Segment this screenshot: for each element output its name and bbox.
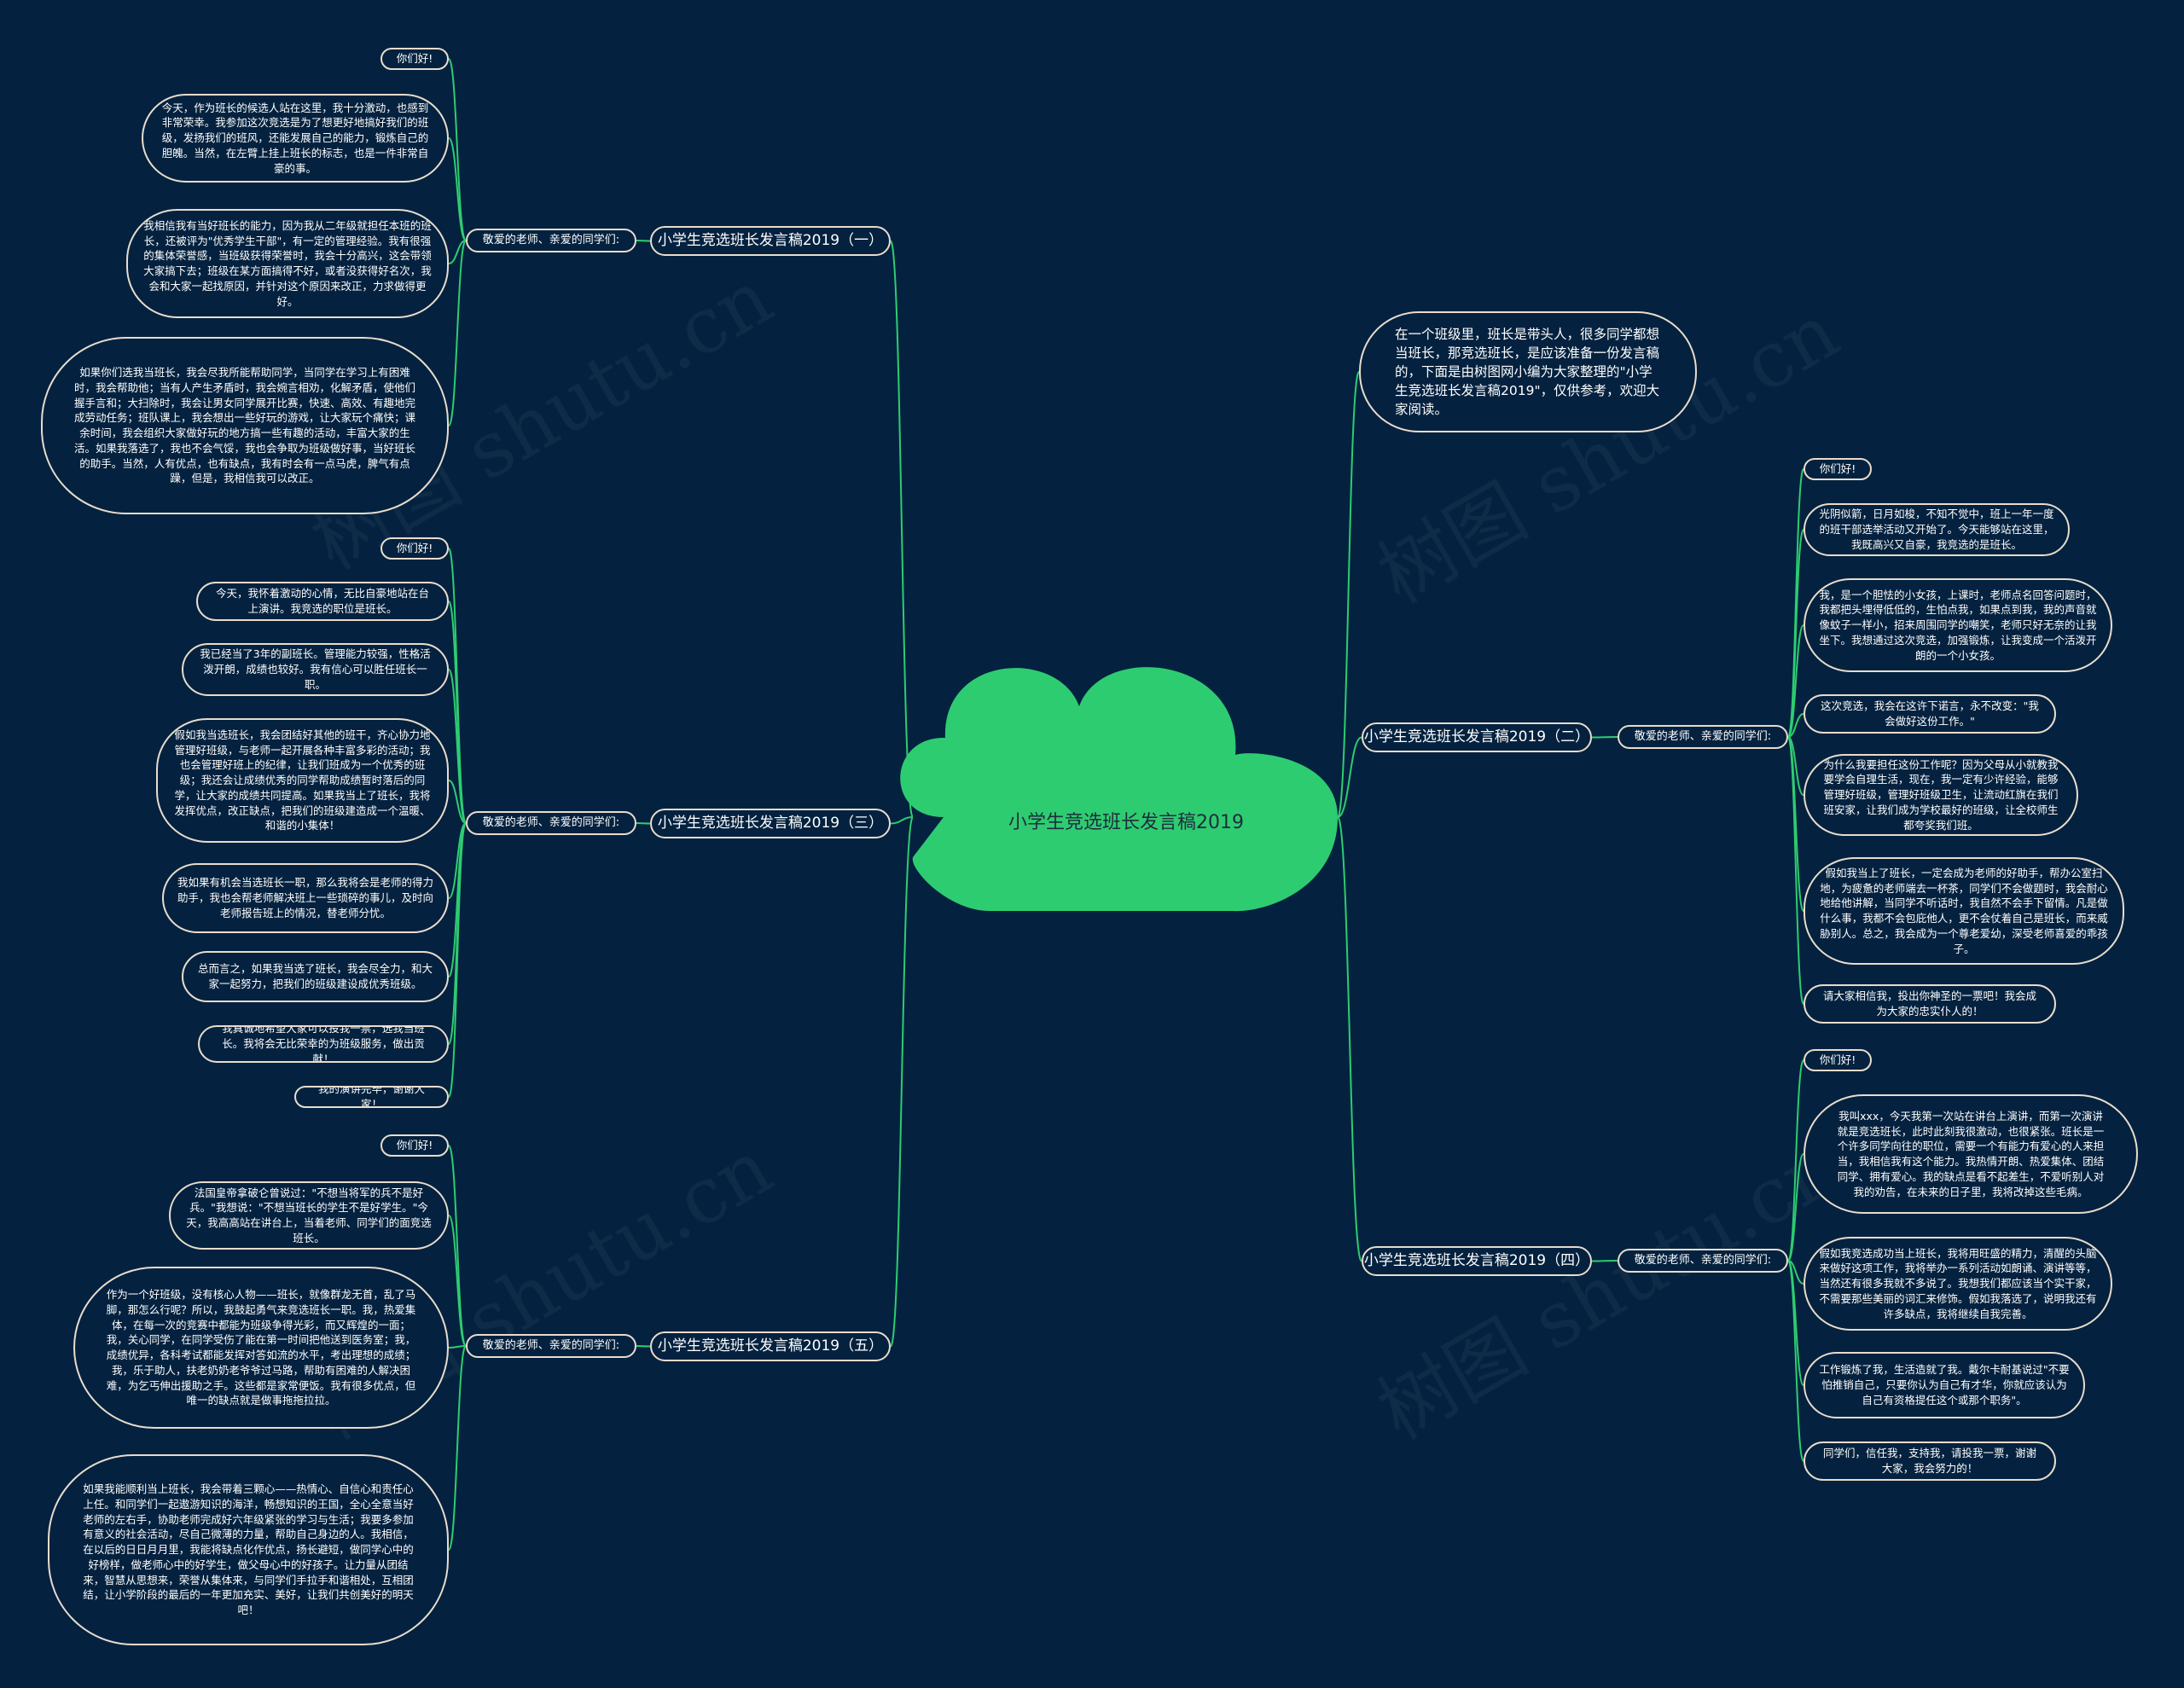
link-label-leaf-3-2 bbox=[448, 600, 467, 824]
link-label-leaf-2-3 bbox=[1787, 624, 1804, 738]
link-label-leaf-1-4 bbox=[448, 240, 467, 426]
link-branch-label-4 bbox=[1591, 1260, 1618, 1262]
leaf-4-5[interactable]: 同学们，信任我，支持我，请投我一票，谢谢大家，我会努力的！ bbox=[1804, 1441, 2056, 1481]
branch-node-3[interactable]: 小学生竞选班长发言稿2019（三） bbox=[650, 809, 891, 838]
cloud-shape[interactable] bbox=[900, 667, 1338, 912]
leaf-1-3[interactable]: 我相信我有当好班长的能力，因为我从二年级就担任本班的班长，还被评为"优秀学生干部… bbox=[126, 209, 449, 318]
link-label-leaf-1-3 bbox=[448, 240, 467, 264]
leaf-5-2[interactable]: 法国皇帝拿破仑曾说过："不想当将军的兵不是好兵。"我想说："不想当班长的学生不是… bbox=[169, 1181, 449, 1250]
leaf-1-4[interactable]: 如果你们选我当班长，我会尽我所能帮助同学，当同学在学习上有困难时，我会帮助他；当… bbox=[41, 337, 449, 514]
leaf-3-8[interactable]: 我的演讲完毕，谢谢大家！ bbox=[294, 1086, 449, 1108]
link-center-branch-5 bbox=[890, 816, 914, 1348]
leaf-5-3[interactable]: 作为一个好班级，没有核心人物——班长，就像群龙无首，乱了马脚，那怎么行呢？所以，… bbox=[73, 1267, 449, 1429]
greeting-label-3[interactable]: 敬爱的老师、亲爱的同学们: bbox=[466, 811, 636, 835]
link-label-leaf-5-3 bbox=[448, 1345, 467, 1349]
link-label-leaf-3-4 bbox=[448, 780, 467, 824]
leaf-4-3[interactable]: 假如我竞选成功当上班长，我将用旺盛的精力，清醒的头脑来做好这项工作，我将举办一系… bbox=[1804, 1237, 2112, 1331]
greeting-label-2[interactable]: 敬爱的老师、亲爱的同学们: bbox=[1618, 725, 1788, 749]
leaf-5-4[interactable]: 如果我能顺利当上班长，我会带着三颗心——热情心、自信心和责任心上任。和同学们一起… bbox=[48, 1454, 449, 1645]
leaf-3-5[interactable]: 我如果有机会当选班长一职，那么我将会是老师的得力助手，我也会帮老师解决班上一些琐… bbox=[162, 863, 449, 933]
leaf-4-4[interactable]: 工作锻炼了我，生活造就了我。戴尔卡耐基说过"不要怕推销自己，只要你认为自己有才华… bbox=[1804, 1352, 2085, 1418]
leaf-4-1[interactable]: 你们好! bbox=[1804, 1049, 1872, 1071]
link-label-leaf-5-4 bbox=[448, 1345, 467, 1551]
link-label-leaf-1-1 bbox=[448, 58, 467, 241]
leaf-3-4[interactable]: 假如我当选班长，我会团结好其他的班干，齐心协力地管理好班级，与老师一起开展各种丰… bbox=[156, 718, 449, 843]
branch-node-5[interactable]: 小学生竞选班长发言稿2019（五） bbox=[650, 1331, 891, 1361]
leaf-2-1[interactable]: 你们好! bbox=[1804, 458, 1872, 480]
link-label-leaf-5-2 bbox=[448, 1215, 467, 1347]
link-branch-label-3 bbox=[636, 822, 651, 825]
link-center-branch-1 bbox=[890, 240, 914, 818]
leaf-1-1[interactable]: 你们好! bbox=[380, 48, 449, 70]
leaf-3-3[interactable]: 我已经当了3年的副班长。管理能力较强，性格活泼开朗，成绩也较好。我有信心可以胜任… bbox=[182, 643, 449, 696]
branch-node-2[interactable]: 小学生竞选班长发言稿2019（二） bbox=[1362, 722, 1592, 752]
link-label-leaf-4-2 bbox=[1787, 1153, 1804, 1262]
leaf-3-2[interactable]: 今天，我怀着激动的心情，无比自豪地站在台上演讲。我竞选的职位是班长。 bbox=[196, 582, 449, 621]
leaf-2-5[interactable]: 为什么我要担任这份工作呢？因为父母从小就教我要学会自理生活，现在，我一定有少许经… bbox=[1804, 754, 2078, 836]
greeting-label-4[interactable]: 敬爱的老师、亲爱的同学们: bbox=[1618, 1249, 1788, 1273]
link-label-leaf-4-5 bbox=[1787, 1260, 1804, 1462]
center-title[interactable]: 小学生竞选班长发言稿2019 bbox=[1008, 812, 1244, 834]
link-center-branch-3 bbox=[890, 816, 914, 825]
link-label-leaf-1-2 bbox=[448, 137, 467, 241]
link-label-leaf-2-1 bbox=[1787, 468, 1804, 738]
link-branch-label-2 bbox=[1591, 736, 1618, 739]
leaf-2-7[interactable]: 请大家相信我，投出你神圣的一票吧！我会成为大家的忠实仆人的！ bbox=[1804, 984, 2056, 1024]
leaf-2-2[interactable]: 光阴似箭，日月如梭，不知不觉中，班上一年一度的班干部选举活动又开始了。今天能够站… bbox=[1804, 503, 2070, 556]
link-center-branch-4 bbox=[1337, 816, 1362, 1262]
leaf-1-2[interactable]: 今天，作为班长的候选人站在这里，我十分激动，也感到非常荣幸。我参加这次竞选是为了… bbox=[142, 94, 449, 183]
link-center-branch-2 bbox=[1337, 736, 1362, 818]
leaf-2-3[interactable]: 我，是一个胆怯的小女孩，上课时，老师点名回答问题时，我都把头埋得低低的，生怕点我… bbox=[1804, 578, 2112, 672]
greeting-label-1[interactable]: 敬爱的老师、亲爱的同学们: bbox=[466, 229, 636, 252]
link-center-intro bbox=[1337, 371, 1360, 818]
branch-node-4[interactable]: 小学生竞选班长发言稿2019（四） bbox=[1362, 1246, 1592, 1276]
link-label-leaf-2-4 bbox=[1787, 713, 1804, 738]
leaf-3-1[interactable]: 你们好! bbox=[380, 537, 449, 560]
link-label-leaf-2-2 bbox=[1787, 529, 1804, 738]
leaf-2-6[interactable]: 假如我当上了班长，一定会成为老师的好助手，帮办公室扫地，为疲惫的老师端去一杯茶，… bbox=[1804, 857, 2124, 965]
intro-node[interactable]: 在一个班级里，班长是带头人，很多同学都想当班长，那竞选班长，是应该准备一份发言稿… bbox=[1359, 311, 1697, 432]
link-label-leaf-5-1 bbox=[448, 1145, 467, 1347]
link-label-leaf-3-3 bbox=[448, 669, 467, 824]
leaf-4-2[interactable]: 我叫xxx，今天我第一次站在讲台上演讲，而第一次演讲就是竞选班长，此时此刻我很激… bbox=[1804, 1094, 2138, 1214]
link-label-leaf-2-7 bbox=[1787, 736, 1804, 1005]
leaf-2-4[interactable]: 这次竞选，我会在这许下诺言，永不改变："我会做好这份工作。" bbox=[1804, 694, 2056, 734]
greeting-label-5[interactable]: 敬爱的老师、亲爱的同学们: bbox=[466, 1334, 636, 1358]
link-label-leaf-3-8 bbox=[448, 822, 467, 1098]
link-label-leaf-2-5 bbox=[1787, 736, 1804, 796]
link-branch-label-5 bbox=[636, 1345, 651, 1348]
leaf-5-1[interactable]: 你们好! bbox=[380, 1134, 449, 1157]
leaf-3-7[interactable]: 我真诚地希望大家可以投我一票，选我当班长。我将会无比荣幸的为班级服务，做出贡献！ bbox=[198, 1025, 449, 1063]
branch-node-1[interactable]: 小学生竞选班长发言稿2019（一） bbox=[650, 226, 891, 256]
center-cloud[interactable] bbox=[900, 667, 1338, 912]
leaf-3-6[interactable]: 总而言之，如果我当选了班长，我会尽全力，和大家一起努力，把我们的班级建设成优秀班… bbox=[182, 951, 449, 1002]
